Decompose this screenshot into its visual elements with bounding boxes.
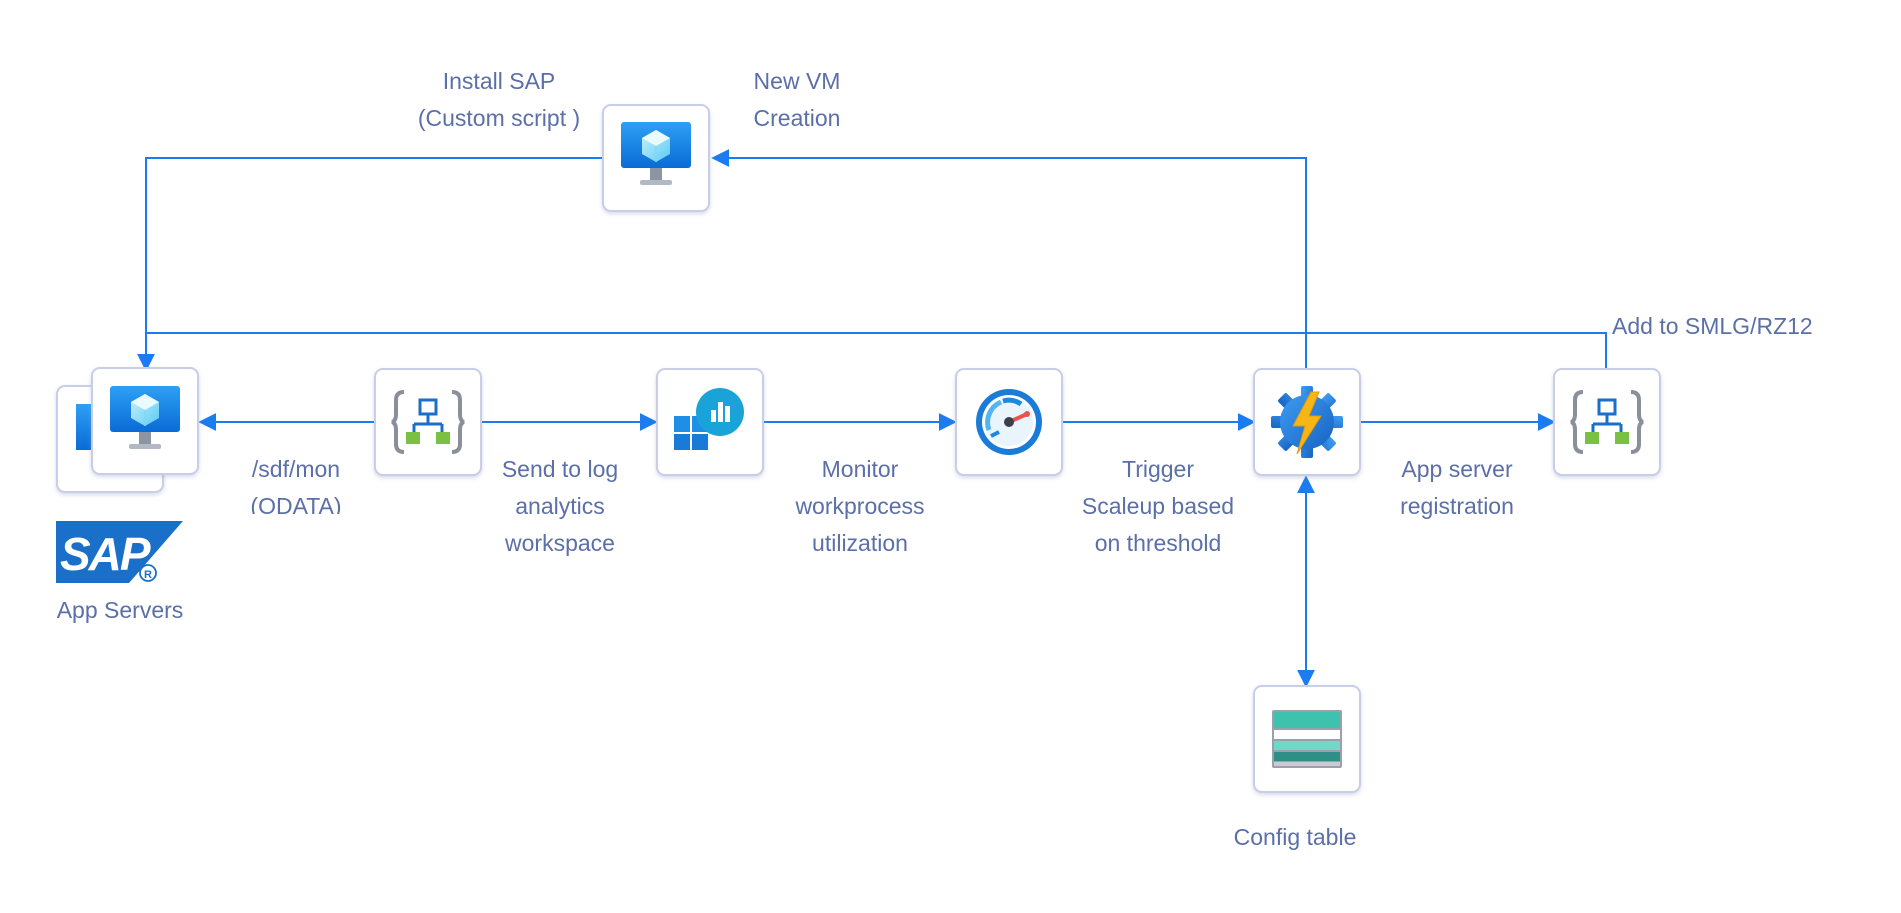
svg-text:SAP: SAP xyxy=(60,528,151,580)
config-table-label: Config table xyxy=(1233,824,1357,850)
function-app-icon xyxy=(1271,386,1343,458)
monitor-label: Monitor workprocess utilization xyxy=(795,456,925,556)
function-app-node[interactable] xyxy=(1253,368,1361,476)
virtual-machine-icon xyxy=(621,122,691,185)
trigger-label: Trigger Scaleup based on threshold xyxy=(1081,456,1235,556)
logic-app-icon xyxy=(1570,390,1644,454)
registration-label: App server registration xyxy=(1400,456,1514,519)
storage-table-icon xyxy=(1272,710,1342,768)
connectors xyxy=(137,149,1607,688)
odata-label: /sdf/mon (ODATA) xyxy=(250,456,342,514)
monitor-node[interactable] xyxy=(955,368,1063,476)
monitor-gauge-icon xyxy=(976,389,1042,455)
log-analytics-workspace-icon xyxy=(674,388,744,450)
new-vm-label: New VM Creation xyxy=(753,68,841,131)
logic-app-left-node[interactable] xyxy=(374,368,482,476)
config-table-node[interactable] xyxy=(1253,685,1361,793)
install-sap-label: Install SAP (Custom script ) xyxy=(417,68,581,131)
app-servers-node[interactable] xyxy=(56,367,199,493)
app-servers-label: App Servers xyxy=(56,597,184,623)
log-analytics-node[interactable] xyxy=(656,368,764,476)
send-log-label: Send to log analytics workspace xyxy=(501,456,619,556)
logic-app-right-node[interactable] xyxy=(1553,368,1661,476)
add-smlg-label: Add to SMLG/RZ12 xyxy=(1612,313,1813,339)
connector-new-vm-to-app-servers xyxy=(137,157,605,372)
logic-app-icon xyxy=(391,390,465,454)
connector-registration-to-app-servers xyxy=(146,332,1607,370)
new-vm-node[interactable] xyxy=(602,104,710,212)
virtual-machine-stack-icon xyxy=(110,386,180,449)
sap-logo: SAP R xyxy=(56,521,183,583)
svg-text:R: R xyxy=(144,569,152,581)
connector-function-to-new-vm xyxy=(711,149,1307,370)
